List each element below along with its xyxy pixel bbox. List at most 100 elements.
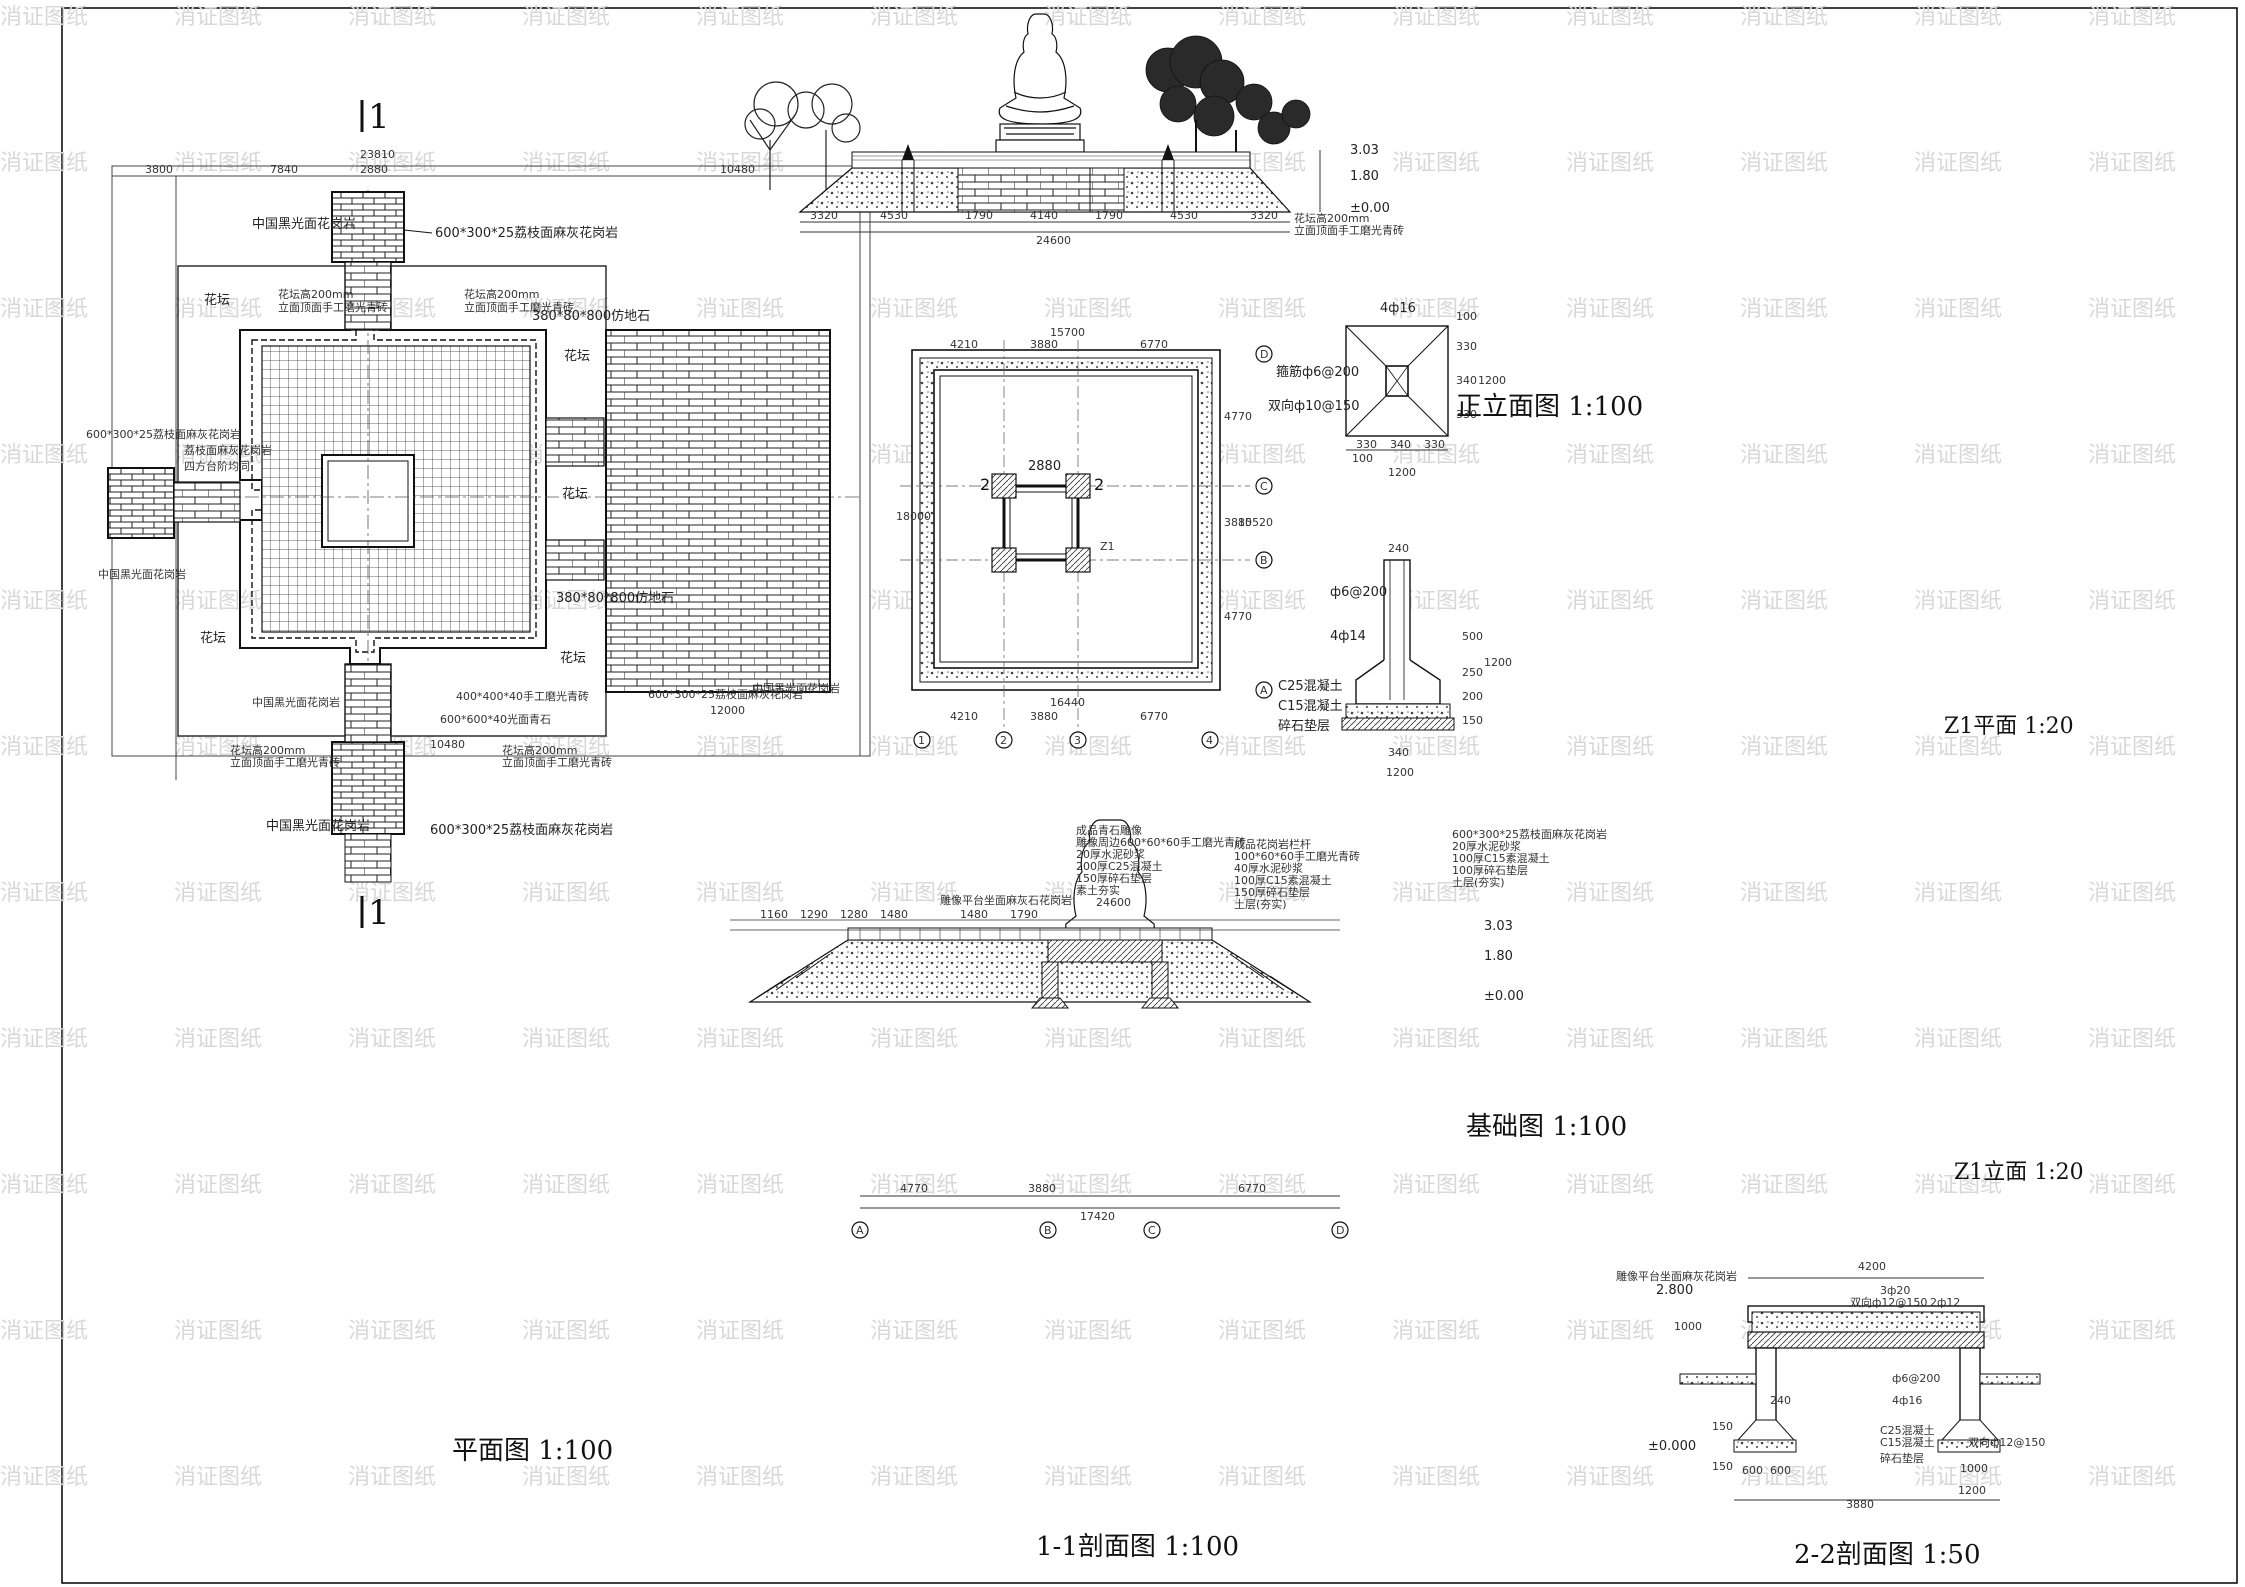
s22-dim-br: 1000	[1960, 1462, 1988, 1475]
z1p-dim-r2: 330	[1456, 340, 1477, 353]
watermark-text: 消证图纸	[696, 5, 784, 30]
watermark-text: 消证图纸	[696, 297, 784, 322]
plan-edge-se2: 立面顶面手工磨光青砖	[502, 755, 612, 769]
s11-dim: 1480	[960, 908, 988, 921]
s22-dim-l2: 240	[1770, 1394, 1791, 1407]
s22-dim-top: 4200	[1858, 1260, 1886, 1273]
watermark-text: 消证图纸	[0, 5, 88, 30]
plan-dim-total: 23810	[360, 148, 395, 161]
watermark-text: 消证图纸	[1392, 5, 1480, 30]
title-section-22: 2-2剖面图 1:50	[1794, 1540, 1981, 1570]
watermark-text: 消证图纸	[0, 1319, 88, 1344]
watermark-text: 消证图纸	[1218, 1319, 1306, 1344]
watermark-text: 消证图纸	[696, 881, 784, 906]
fd-dim-right-total: 15520	[1238, 516, 1273, 529]
fd-dim-left: 18000	[896, 510, 931, 523]
watermark-text: 消证图纸	[1218, 297, 1306, 322]
z1e-dim-bottom-total: 1200	[1386, 766, 1414, 779]
foundation-view: 2880 2 2 Z1 15700 4210 3880 6770 16440 4…	[896, 326, 1273, 749]
title-front-elevation: 正立面图 1:100	[1456, 392, 1644, 422]
s11-dim-b3: 6770	[1238, 1182, 1266, 1195]
watermark-text: 消证图纸	[348, 1027, 436, 1052]
watermark-text: 消证图纸	[1044, 1027, 1132, 1052]
plan-edge-se: 花坛高200mm	[502, 743, 577, 757]
s11-layer-far: 100厚C15素混凝土	[1452, 851, 1550, 865]
watermark-text: 消证图纸	[1566, 881, 1654, 906]
fe-dim: 4530	[1170, 209, 1198, 222]
s11-dim: 1280	[840, 908, 868, 921]
watermark-text: 消证图纸	[348, 1465, 436, 1490]
watermark-text: 消证图纸	[1914, 297, 2002, 322]
watermark-text: 消证图纸	[1218, 589, 1306, 614]
s11-layer-right: 40厚水泥砂浆	[1234, 861, 1303, 875]
s22-c25: C25混凝土	[1880, 1423, 1935, 1437]
watermark-text: 消证图纸	[522, 5, 610, 30]
watermark-text: 消证图纸	[1740, 589, 1828, 614]
fe-dim: 1790	[1095, 209, 1123, 222]
s11-axis-b: B	[1044, 1224, 1052, 1237]
plan-flower-bed-ne: 花坛	[564, 348, 590, 364]
s22-level-top: 2.800	[1656, 1283, 1693, 1298]
fd-dim-right-1: 4770	[1224, 410, 1252, 423]
z1e-gravel: 碎石垫层	[1278, 718, 1330, 734]
plan-edge-ne2: 立面顶面手工磨光青砖	[464, 300, 574, 314]
s22-bars-top: 3ф20	[1880, 1284, 1910, 1297]
title-z1-plan: Z1平面 1:20	[1944, 714, 2074, 739]
s11-dim-total-b: 17420	[1080, 1210, 1115, 1223]
watermark-text: 消证图纸	[1044, 297, 1132, 322]
watermark-text: 消证图纸	[1044, 1173, 1132, 1198]
plan-label-stone-top: 中国黑光面花岗岩	[252, 216, 356, 232]
watermark-text: 消证图纸	[696, 1027, 784, 1052]
z1e-stirrup: ф6@200	[1330, 585, 1387, 600]
watermark-text: 消证图纸	[1914, 881, 2002, 906]
statue-icon	[995, 13, 1085, 153]
watermark-text: 消证图纸	[1914, 5, 2002, 30]
z1e-dim-rtotal: 1200	[1484, 656, 1512, 669]
plan-label-paving-top: 600*300*25荔枝面麻灰花岗岩	[435, 225, 618, 241]
watermark-text: 消证图纸	[1566, 1173, 1654, 1198]
watermark-text: 消证图纸	[696, 1173, 784, 1198]
plan-edge-nw: 花坛高200mm	[278, 287, 353, 301]
watermark-text: 消证图纸	[2088, 881, 2176, 906]
fd-axis-4: 4	[1206, 734, 1213, 747]
watermark-text: 消证图纸	[1218, 1027, 1306, 1052]
watermark-text: 消证图纸	[870, 297, 958, 322]
watermark-text: 消证图纸	[0, 735, 88, 760]
s11-dim: 1290	[800, 908, 828, 921]
fd-cut-mark-left: 2	[980, 475, 990, 494]
watermark-text: 消证图纸	[1914, 1027, 2002, 1052]
watermark-text: 消证图纸	[1044, 5, 1132, 30]
z1-elevation-view: 240 ф6@200 4ф14 C25混凝土 C15混凝土 碎石垫层 500 2…	[1278, 542, 1512, 779]
s11-level-1: 3.03	[1484, 919, 1513, 934]
s11-layer-far: 600*300*25荔枝面麻灰花岗岩	[1452, 827, 1607, 841]
plan-edge-sw: 花坛高200mm	[230, 743, 305, 757]
watermark-text: 消证图纸	[1566, 735, 1654, 760]
s11-axis-c: C	[1148, 1224, 1156, 1237]
fd-axis-b: B	[1260, 554, 1268, 567]
watermark-text: 消证图纸	[1044, 1465, 1132, 1490]
watermark-text: 消证图纸	[1566, 1027, 1654, 1052]
plan-flower-bed-e: 花坛	[562, 486, 588, 502]
fd-dim-top-3: 6770	[1140, 338, 1168, 351]
plan-flower-bed-nw: 花坛	[204, 292, 230, 308]
s11-dim-b2: 3880	[1028, 1182, 1056, 1195]
watermark-text: 消证图纸	[2088, 1319, 2176, 1344]
watermark-text: 消证图纸	[174, 297, 262, 322]
watermark-text: 消证图纸	[174, 881, 262, 906]
section-mark-bottom: 1	[368, 893, 390, 933]
watermark-text: 消证图纸	[522, 297, 610, 322]
z1e-dim-r1: 500	[1462, 630, 1483, 643]
plan-flower-bed-sw: 花坛	[200, 630, 226, 646]
fe-dim: 3320	[810, 209, 838, 222]
sheet-border	[61, 7, 2238, 1584]
watermark-text: 消证图纸	[348, 5, 436, 30]
watermark-text: 消证图纸	[870, 1027, 958, 1052]
plan-west-black: 中国黑光面花岗岩	[98, 567, 186, 581]
plan-edge-sw2: 立面顶面手工磨光青砖	[230, 755, 340, 769]
z1-plan-view: 4ф16 箍筋ф6@200 双向ф10@150 330 340 330 100 …	[1268, 301, 1506, 479]
plan-black-bottom: 中国黑光面花岗岩	[252, 695, 340, 709]
watermark-text: 消证图纸	[0, 881, 88, 906]
watermark-text: 消证图纸	[1218, 881, 1306, 906]
watermark-text: 消证图纸	[870, 1465, 958, 1490]
